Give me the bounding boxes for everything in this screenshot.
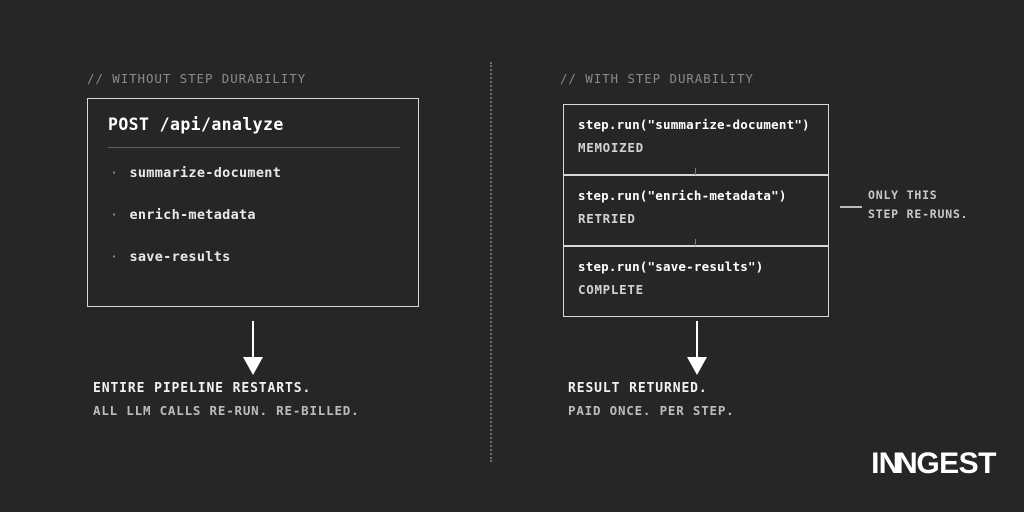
bullet-icon: ·: [110, 207, 119, 223]
arrow-head: [243, 357, 263, 375]
step-status-badge: MEMOIZED: [578, 140, 644, 155]
step-run-call: step.run("summarize-document"): [578, 117, 810, 132]
logo-suffix: GEST: [916, 447, 996, 480]
column-divider: [490, 62, 492, 462]
pipeline-step-item: · enrich-metadata: [110, 207, 256, 223]
step-run-call: step.run("save-results"): [578, 259, 764, 274]
pipeline-step-label: save-results: [129, 249, 231, 265]
retry-callout: ONLY THIS STEP RE-RUNS.: [868, 186, 968, 224]
monolithic-pipeline-card: POST /api/analyze · summarize-document · e…: [87, 98, 419, 307]
endpoint-title: POST /api/analyze: [108, 115, 284, 134]
bullet-icon: ·: [110, 165, 119, 181]
pipeline-step-item: · summarize-document: [110, 165, 281, 181]
right-outcome-headline: RESULT RETURNED.: [568, 381, 708, 396]
left-outcome-headline: ENTIRE PIPELINE RESTARTS.: [93, 381, 312, 396]
arrow-head: [687, 357, 707, 375]
arrow-shaft: [252, 321, 254, 359]
arrow-shaft: [696, 321, 698, 359]
logo-prefix: I: [871, 447, 879, 480]
right-outcome-caption: RESULT RETURNED. PAID ONCE. PER STEP.: [568, 381, 735, 418]
durable-step-box: step.run("save-results") COMPLETE: [563, 246, 829, 317]
step-status-badge: RETRIED: [578, 211, 636, 226]
pipeline-step-label: enrich-metadata: [129, 207, 256, 223]
step-run-call: step.run("enrich-metadata"): [578, 188, 787, 203]
callout-line-1: ONLY THIS: [868, 188, 938, 202]
left-column-comment: // WITHOUT STEP DURABILITY: [87, 71, 307, 86]
callout-leader-line: [840, 206, 862, 208]
right-outcome-subline: PAID ONCE. PER STEP.: [568, 403, 735, 418]
left-outcome-subline: ALL LLM CALLS RE-RUN. RE-BILLED.: [93, 403, 360, 418]
pipeline-step-item: · save-results: [110, 249, 231, 265]
left-outcome-caption: ENTIRE PIPELINE RESTARTS. ALL LLM CALLS …: [93, 381, 359, 418]
left-flow-arrow-icon: [241, 321, 265, 375]
step-status-badge: COMPLETE: [578, 282, 644, 297]
durable-step-box: step.run("summarize-document") MEMOIZED: [563, 104, 829, 175]
bullet-icon: ·: [110, 249, 119, 265]
right-column-comment: // WITH STEP DURABILITY: [560, 71, 754, 86]
logo-ligature: NN: [878, 447, 918, 480]
card-divider-rule: [108, 147, 400, 148]
pipeline-step-label: summarize-document: [129, 165, 282, 181]
step-connector-line: [695, 239, 696, 247]
durable-step-box: step.run("enrich-metadata") RETRIED: [563, 175, 829, 246]
callout-line-2: STEP RE-RUNS.: [868, 207, 969, 221]
step-connector-line: [695, 168, 696, 176]
right-flow-arrow-icon: [685, 321, 709, 375]
